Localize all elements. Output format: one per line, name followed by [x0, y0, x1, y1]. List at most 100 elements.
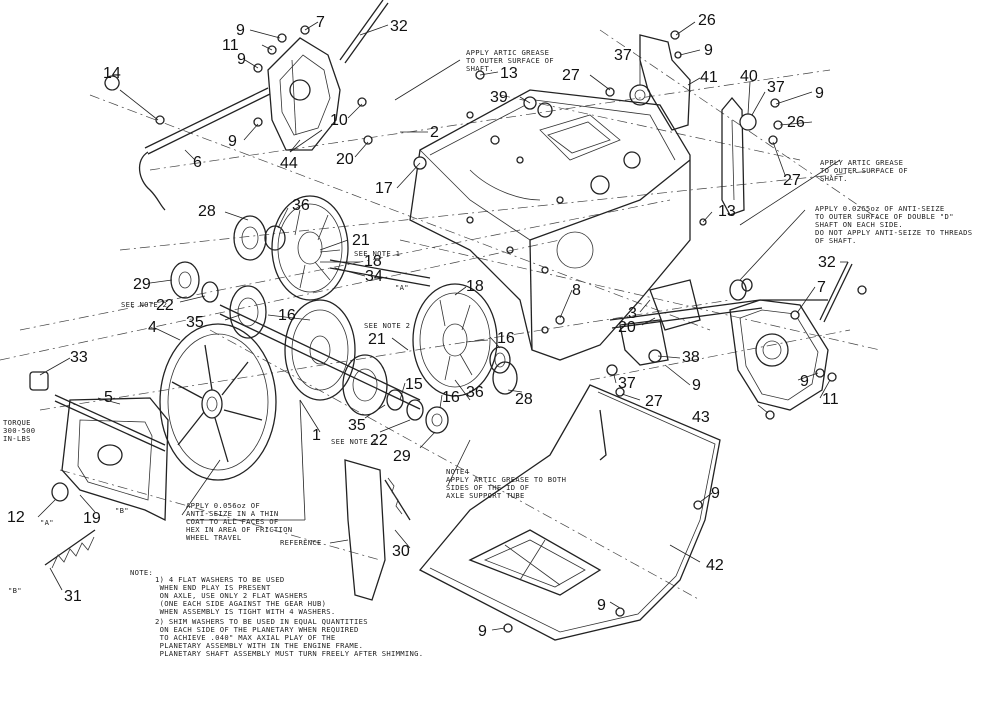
callout: 20 — [618, 319, 636, 336]
callout: 9 — [800, 373, 809, 390]
callout: 37 — [614, 47, 632, 64]
callout: 43 — [692, 409, 710, 426]
right-gear-housing — [729, 261, 853, 411]
callout: 13 — [718, 203, 736, 220]
notes-2: 2) SHIM WASHERS TO BE USED IN EQUAL QUAN… — [155, 617, 423, 658]
callout: 9 — [815, 85, 824, 102]
callout: 9 — [228, 133, 237, 150]
callout: 7 — [316, 14, 325, 31]
note-reference: REFERENCE — [280, 538, 322, 547]
callout: 6 — [193, 154, 202, 171]
callout: 26 — [787, 114, 805, 131]
callout: 14 — [103, 65, 121, 82]
callout: 21 — [368, 331, 386, 348]
right-shaft — [609, 279, 763, 366]
callout: 41 — [700, 69, 718, 86]
callout: 34 — [365, 268, 383, 285]
notes-1: 1) 4 FLAT WASHERS TO BE USED WHEN END PL… — [155, 575, 335, 616]
callout: 16 — [442, 389, 460, 406]
reference-bracket — [344, 459, 411, 601]
callout: 27 — [645, 393, 663, 410]
callout: 20 — [336, 151, 354, 168]
callout: 22 — [156, 297, 174, 314]
callout: 9 — [692, 377, 701, 394]
shift-rod-upper — [339, 0, 389, 64]
see-note-3: SEE NOTE 2 — [364, 321, 410, 330]
callout: 37 — [767, 79, 785, 96]
callout: 39 — [490, 89, 508, 106]
callout: 29 — [393, 448, 411, 465]
callout: 11 — [822, 391, 839, 408]
callout: 9 — [236, 22, 245, 39]
callout: 10 — [330, 112, 348, 129]
callout: 9 — [478, 623, 487, 640]
lower-cover — [418, 384, 721, 641]
callout: 32 — [390, 18, 408, 35]
callout: 30 — [392, 543, 410, 560]
callout: 40 — [740, 68, 758, 85]
callout: 37 — [618, 375, 636, 392]
callout: 27 — [562, 67, 580, 84]
callout: 9 — [704, 42, 713, 59]
callout: 35 — [348, 417, 366, 434]
callout: 16 — [497, 330, 515, 347]
leader-lines — [37, 21, 848, 631]
callout: 27 — [783, 172, 801, 189]
callout: 44 — [280, 155, 298, 172]
callout: 16 — [278, 307, 296, 324]
callout: 9 — [597, 597, 606, 614]
callout: 29 — [133, 276, 151, 293]
callout: 12 — [7, 509, 25, 526]
label-a-top: "A" — [395, 283, 409, 292]
label-a-bottom: "A" — [40, 518, 54, 527]
callout: 4 — [148, 319, 157, 336]
callout: 9 — [237, 51, 246, 68]
see-note-4: SEE NOTE 1 — [331, 437, 377, 446]
callout: 7 — [817, 279, 826, 296]
callout: 5 — [104, 389, 113, 406]
callout: 33 — [70, 349, 88, 366]
callout: 21 — [352, 232, 370, 249]
callout: 42 — [706, 557, 724, 574]
callout: 1 — [312, 427, 321, 444]
planetary-assembly — [170, 261, 449, 434]
callout: 11 — [222, 37, 239, 54]
callout: 18 — [466, 278, 484, 295]
callout: 28 — [198, 203, 216, 220]
callout-numbers: 9 7 32 26 9 11 9 14 13 37 27 41 40 37 9 … — [7, 12, 839, 640]
engine-frame — [409, 89, 691, 361]
callout: 18 — [364, 253, 382, 270]
callout: 36 — [292, 197, 310, 214]
label-b-top: "B" — [115, 506, 129, 515]
shift-shaft — [104, 75, 271, 211]
shift-plate — [29, 371, 169, 569]
callout: 36 — [466, 384, 484, 401]
upper-gear-train — [233, 195, 431, 301]
lower-gear — [412, 283, 518, 397]
callout: 38 — [682, 349, 700, 366]
left-gear-housing — [267, 37, 341, 151]
label-b-bottom: "B" — [8, 586, 22, 595]
slotted-plate — [721, 96, 745, 216]
callout: 35 — [186, 314, 204, 331]
notes-title: NOTE: — [130, 568, 153, 577]
see-note-1: SEE NOTE 1 — [354, 249, 400, 258]
callout: 19 — [83, 510, 101, 527]
callout: 17 — [375, 180, 393, 197]
callout: 26 — [698, 12, 716, 29]
callout: 8 — [572, 282, 581, 299]
callout: 3 — [628, 305, 637, 322]
callout: 32 — [818, 254, 836, 271]
callout: 2 — [430, 124, 439, 141]
friction-wheel — [159, 323, 277, 481]
see-note-2: SEE NOTE 2 — [121, 300, 167, 309]
callout: 13 — [500, 65, 518, 82]
